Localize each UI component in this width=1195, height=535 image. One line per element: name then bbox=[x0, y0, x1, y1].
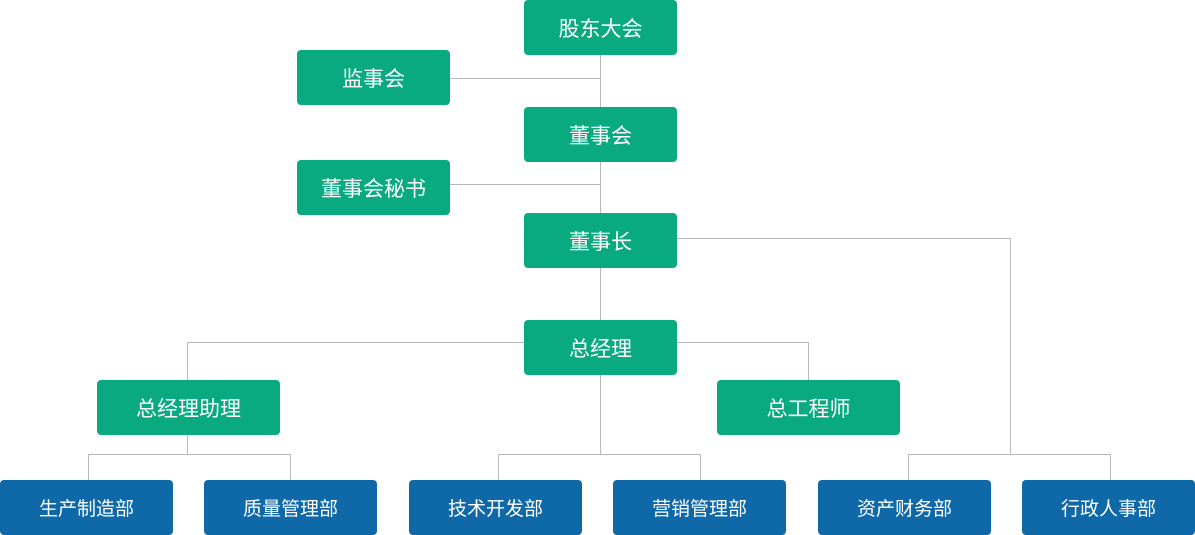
general-manager-label: 总经理 bbox=[569, 336, 632, 361]
supervisory-board-box: 监事会 bbox=[297, 50, 450, 105]
quality-dept-label: 质量管理部 bbox=[242, 498, 338, 520]
admin-hr-dept-label: 行政人事部 bbox=[1060, 498, 1156, 520]
shareholders-meeting-box: 股东大会 bbox=[524, 0, 677, 55]
production-dept-label: 生产制造部 bbox=[38, 498, 134, 520]
finance-dept-label: 资产财务部 bbox=[856, 498, 952, 520]
chief-engineer-label: 总工程师 bbox=[766, 396, 851, 421]
chairman-box: 董事长 bbox=[524, 213, 677, 268]
chairman-label: 董事长 bbox=[569, 229, 632, 254]
general-manager-box: 总经理 bbox=[524, 320, 677, 375]
tech-dev-dept-label: 技术开发部 bbox=[447, 498, 543, 520]
board-of-directors-label: 董事会 bbox=[569, 123, 632, 148]
board-secretary-box: 董事会秘书 bbox=[297, 160, 450, 215]
finance-dept-box: 资产财务部 bbox=[818, 480, 991, 535]
board-secretary-label: 董事会秘书 bbox=[321, 176, 426, 201]
admin-hr-dept-box: 行政人事部 bbox=[1022, 480, 1195, 535]
tech-dev-dept-box: 技术开发部 bbox=[409, 480, 582, 535]
chief-engineer-box: 总工程师 bbox=[717, 380, 900, 435]
shareholders-meeting-label: 股东大会 bbox=[558, 16, 643, 41]
gm-assistant-box: 总经理助理 bbox=[97, 380, 280, 435]
production-dept-box: 生产制造部 bbox=[0, 480, 173, 535]
gm-assistant-label: 总经理助理 bbox=[136, 396, 241, 421]
marketing-dept-box: 营销管理部 bbox=[613, 480, 786, 535]
board-of-directors-box: 董事会 bbox=[524, 107, 677, 162]
marketing-dept-label: 营销管理部 bbox=[651, 498, 747, 520]
quality-dept-box: 质量管理部 bbox=[204, 480, 377, 535]
supervisory-board-label: 监事会 bbox=[342, 66, 405, 91]
